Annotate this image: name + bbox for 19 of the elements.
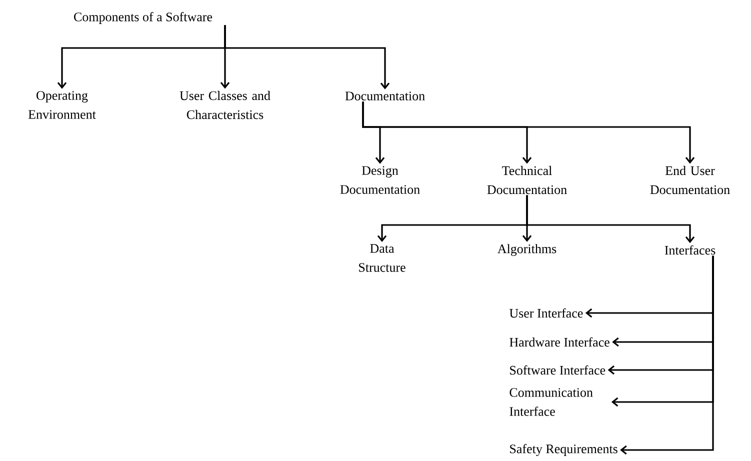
node-label: End User Documentation — [650, 166, 730, 194]
arrow — [620, 256, 714, 455]
arrow — [526, 195, 695, 244]
arrow — [362, 102, 695, 164]
node-label: Design Documentation — [340, 166, 420, 194]
list-item-label: User Interface — [509, 308, 583, 318]
title-text: Components of a Software — [74, 12, 212, 24]
node-label: Documentation — [345, 92, 425, 100]
node-label: User Classes and Characteristics — [180, 90, 270, 120]
node-label: Technical Documentation — [487, 166, 567, 194]
list-item-label: Hardware Interface — [510, 337, 610, 347]
arrow — [224, 25, 390, 90]
list-item-label: Safety Requirements — [510, 444, 618, 456]
node-label: Operating Environment — [28, 91, 96, 119]
node-label: Interfaces — [664, 245, 716, 255]
node-label: Data Structure — [359, 244, 406, 272]
list-item-label: Software Interface — [510, 365, 606, 375]
node-label: Algorithms — [498, 244, 556, 256]
list-item-label: Communication Interface — [510, 388, 593, 416]
